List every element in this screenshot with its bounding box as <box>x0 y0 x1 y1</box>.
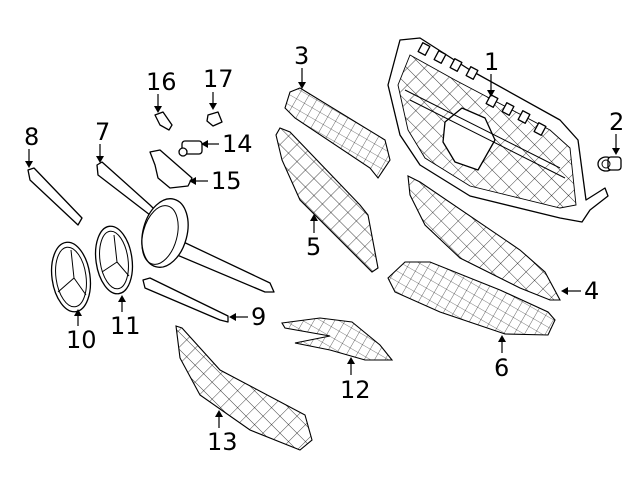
part-13-lower-mesh <box>175 325 313 451</box>
part-8-trim-strip <box>27 167 83 226</box>
part-6-lower-grille <box>387 261 556 336</box>
callout-5: 5 <box>306 233 322 261</box>
callout-8: 8 <box>24 123 40 151</box>
part-14-sensor-bracket <box>178 140 203 157</box>
callout-9: 9 <box>251 303 267 331</box>
leader-lines <box>25 68 620 428</box>
callout-14: 14 <box>222 130 253 158</box>
part-16-clip <box>154 111 173 131</box>
part-11-emblem <box>94 225 134 295</box>
part-2-sensor <box>597 156 622 172</box>
part-9-trim-strip <box>142 277 229 323</box>
part-4-lower-mesh <box>407 175 561 301</box>
callout-17: 17 <box>203 65 234 93</box>
callout-1: 1 <box>484 48 500 76</box>
callout-4: 4 <box>584 277 600 305</box>
callout-11: 11 <box>110 312 141 340</box>
callout-6: 6 <box>494 354 510 382</box>
part-1-main-grille <box>387 37 609 223</box>
callout-13: 13 <box>207 428 238 456</box>
callout-15: 15 <box>211 167 242 195</box>
callout-3: 3 <box>294 42 310 70</box>
callout-16: 16 <box>146 68 177 96</box>
part-17-clip <box>206 111 223 127</box>
part-12-side-insert <box>281 317 394 361</box>
part-3-upper-insert <box>284 87 391 179</box>
callout-10: 10 <box>66 326 97 354</box>
callout-12: 12 <box>340 376 371 404</box>
part-5-side-mesh <box>275 127 379 273</box>
part-15-bracket <box>149 149 193 189</box>
callout-2: 2 <box>609 108 625 136</box>
callout-7: 7 <box>95 118 111 146</box>
part-7-trim-bar <box>96 161 275 293</box>
part-10-emblem <box>50 241 92 313</box>
